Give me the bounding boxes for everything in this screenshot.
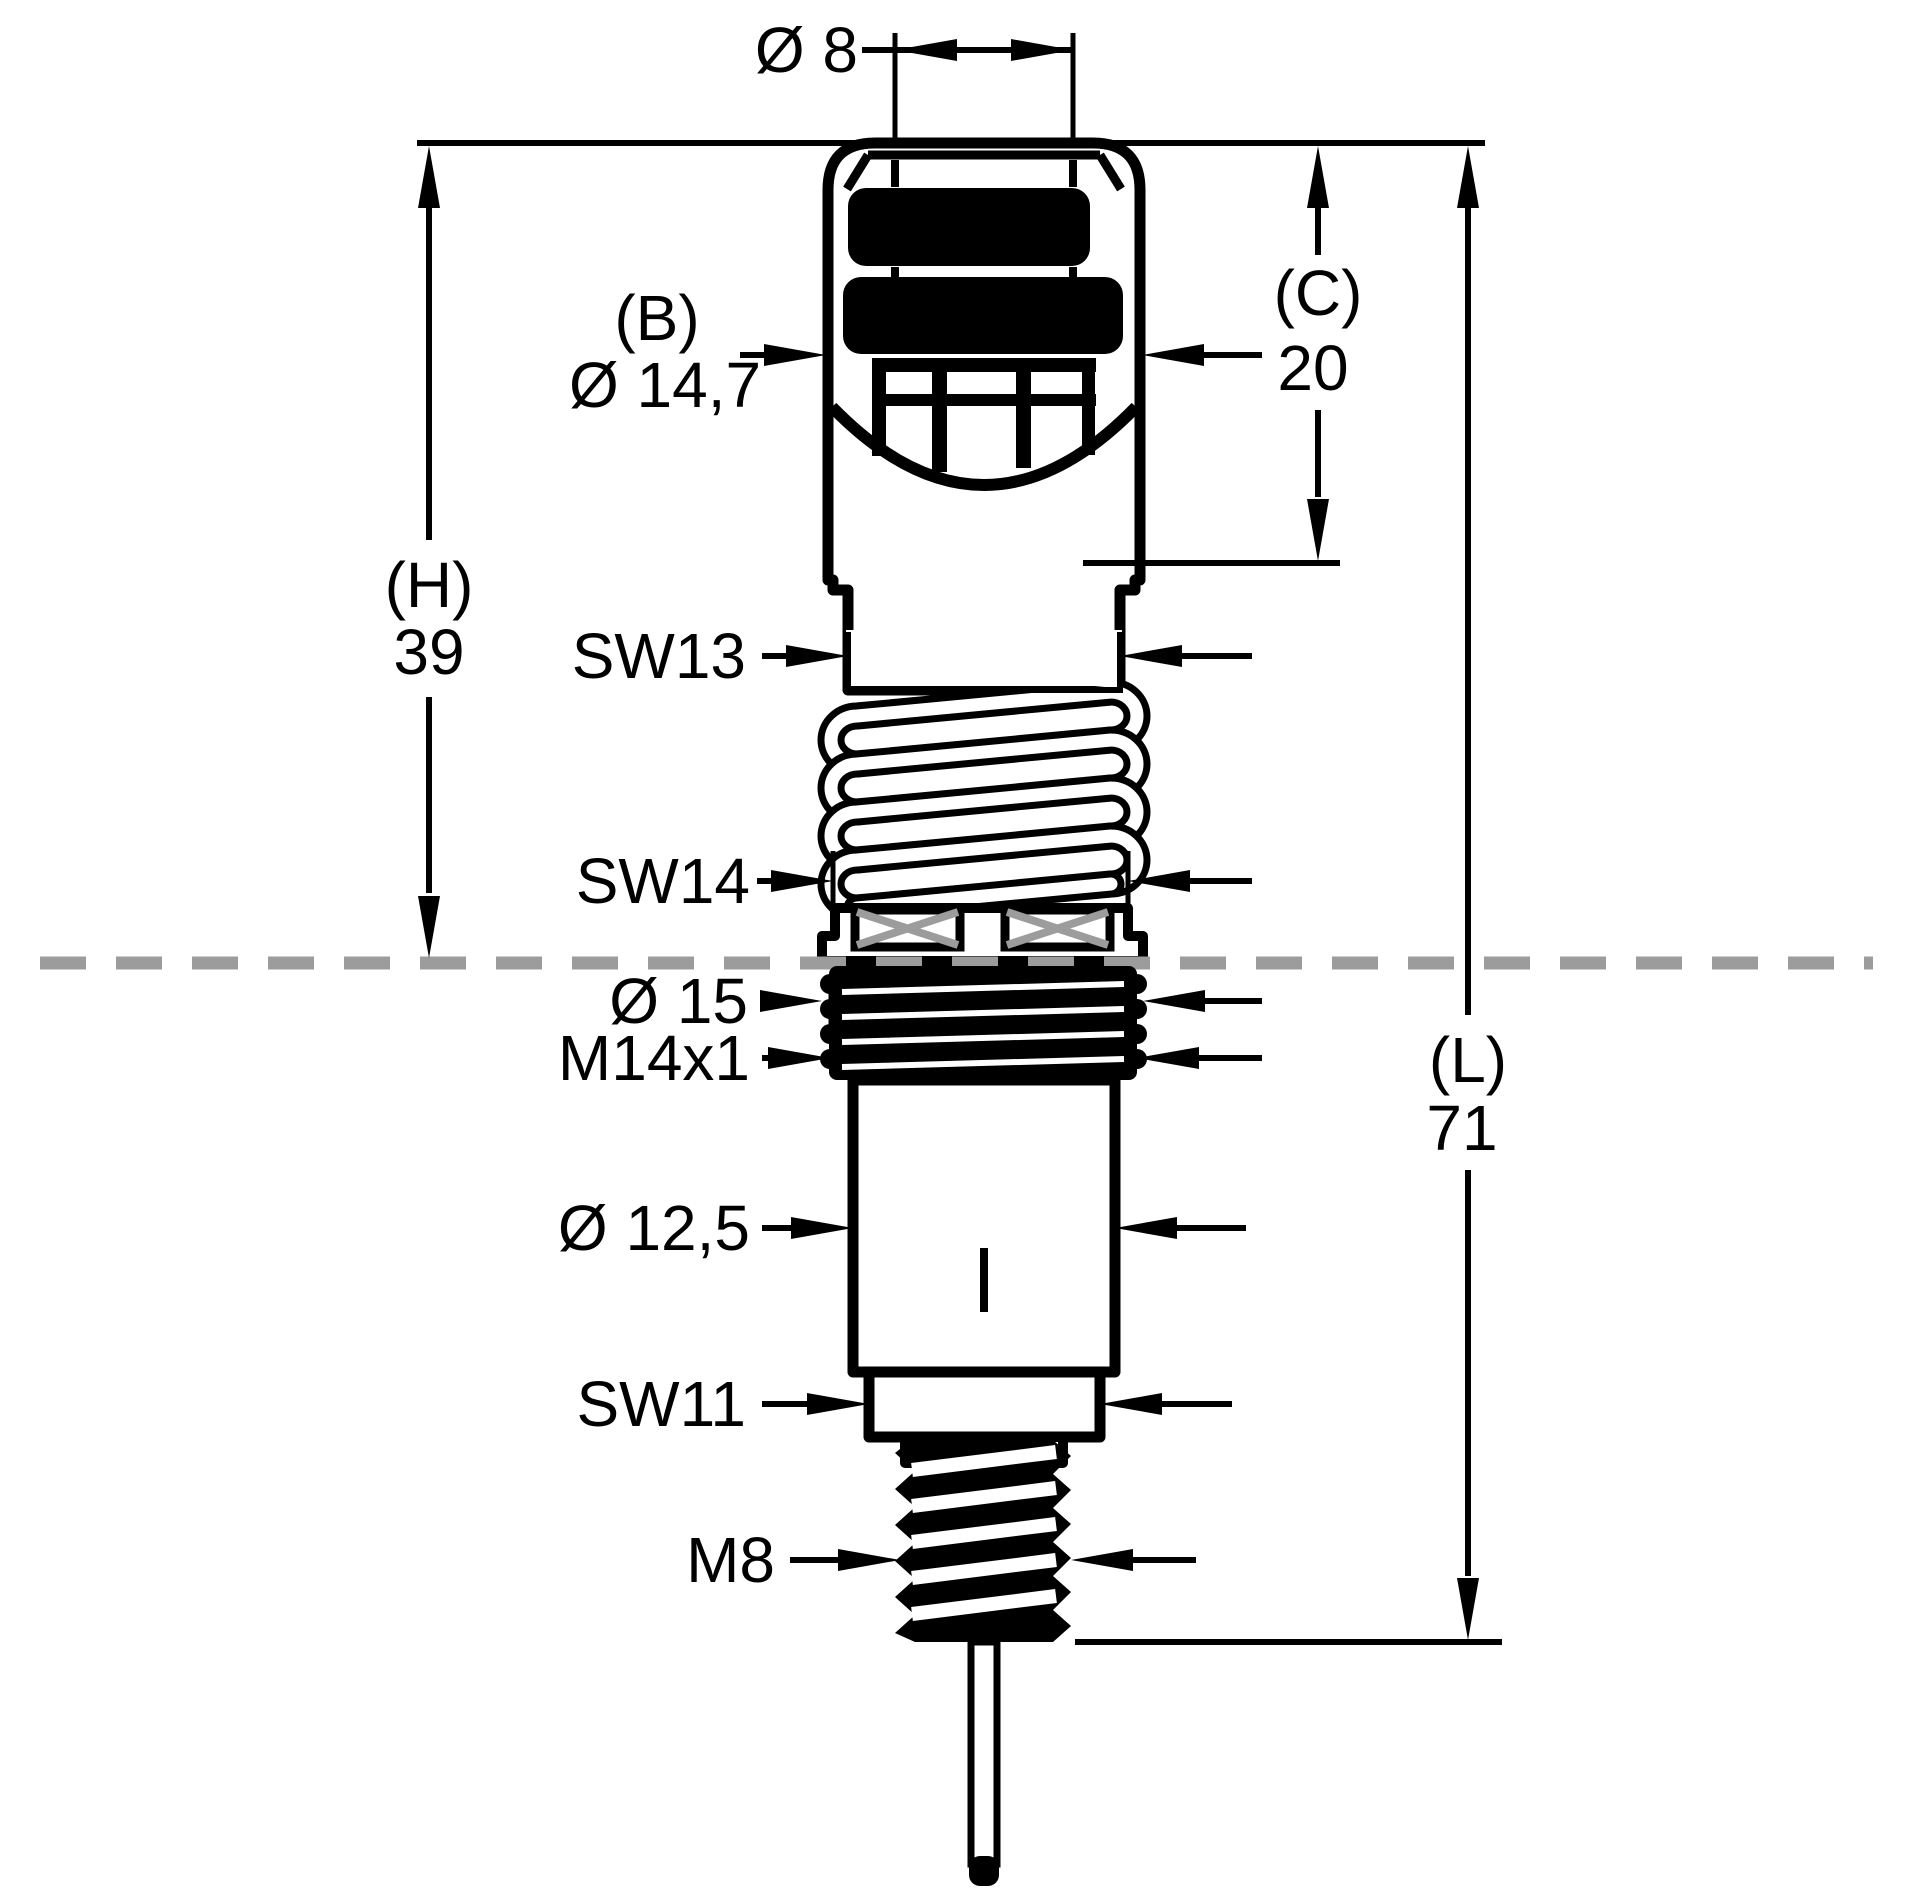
arrowhead-left-icon: [895, 39, 957, 61]
m8-thread-gaps: [911, 1445, 1057, 1621]
mount-thread-section: [820, 966, 1147, 1080]
label-length-value: 71: [1426, 1092, 1497, 1164]
arrowhead-left-icon: [1120, 645, 1182, 667]
label-bore: Ø 8: [755, 14, 858, 86]
dimensions: [418, 146, 1502, 1645]
dim-height-H: [418, 146, 440, 958]
label-height-ref: (H): [385, 549, 474, 621]
dim-sw13: [762, 645, 1252, 667]
arrowhead-right-icon: [768, 1047, 830, 1069]
dim-cap-B: [740, 344, 1262, 366]
arrowhead-left-icon: [1100, 1393, 1162, 1415]
dim-cap-height-C: [1083, 146, 1340, 566]
arrowhead-left-icon: [1128, 870, 1190, 892]
cage-bar-midright: [1016, 358, 1031, 468]
arrowhead-right-icon: [786, 645, 848, 667]
dim-collar: [760, 976, 1262, 1024]
label-length-ref: (L): [1429, 1024, 1507, 1096]
inner-funnel-left: [843, 152, 872, 192]
dim-tip-thread: [790, 1549, 1196, 1571]
probe-pin: [967, 1638, 1001, 1868]
arrowhead-right-icon: [771, 870, 833, 892]
label-sw11: SW11: [576, 1368, 746, 1440]
spring: [817, 678, 1151, 922]
arrowhead-down-icon: [1457, 1578, 1479, 1640]
dim-sw11: [762, 1393, 1232, 1415]
arrowhead-left-icon: [1142, 344, 1204, 366]
hex-patch: [846, 630, 1122, 686]
label-sw14: SW14: [576, 845, 750, 917]
label-tip-thread: M8: [686, 1524, 775, 1596]
arrowhead-up-icon: [1307, 146, 1329, 208]
dim-sw14: [757, 851, 1252, 906]
dim-body: [762, 1217, 1246, 1239]
arrowhead-right-icon: [760, 990, 822, 1012]
arrowhead-left-icon: [1071, 1549, 1133, 1571]
tip-thread-section: [895, 1437, 1071, 1642]
inner-funnel-right: [1096, 152, 1125, 192]
arrowhead-right-icon: [838, 1549, 900, 1571]
probe-pin-tip: [969, 1856, 999, 1886]
arrowhead-down-icon: [1307, 499, 1329, 561]
thread-block: [829, 966, 1137, 1080]
label-collar: Ø 15: [609, 965, 748, 1037]
cage-top-bar: [872, 358, 1096, 372]
seal-band-2: [843, 277, 1123, 354]
arrowhead-right-icon: [764, 344, 826, 366]
contact-cage: [872, 358, 1096, 472]
arrowhead-left-icon: [1115, 1217, 1177, 1239]
cage-post-right: [1082, 358, 1095, 455]
labels: Ø 8 (B) Ø 14,7 (C) 20 (H) 39 (L) 71 SW13…: [385, 14, 1508, 1596]
arrowhead-left-icon: [1137, 1047, 1199, 1069]
arrowhead-right-icon: [807, 1393, 869, 1415]
window-bottom-arc: [827, 402, 1141, 491]
hex-sw11: [863, 1366, 1106, 1443]
label-height-value: 39: [393, 616, 464, 688]
arrowhead-down-icon: [418, 896, 440, 958]
label-mount-thread: M14x1: [558, 1022, 750, 1094]
thread-streaks: [841, 981, 1125, 1070]
label-body: Ø 12,5: [558, 1192, 750, 1264]
arrowhead-right-icon: [791, 1217, 853, 1239]
label-sw13: SW13: [572, 620, 746, 692]
label-cap-value: Ø 14,7: [569, 349, 761, 421]
flange: [817, 903, 1148, 966]
seal-band-1: [848, 188, 1090, 266]
arrowhead-right-icon: [1011, 39, 1073, 61]
cage-rail: [872, 394, 1096, 406]
label-cap-height-value: 20: [1277, 332, 1348, 404]
arrowhead-left-icon: [1143, 990, 1205, 1012]
cage-post-left: [872, 358, 886, 456]
label-cap-height-ref: (C): [1274, 257, 1363, 329]
cage-bar-midleft: [932, 358, 947, 472]
cap-interior: [827, 150, 1141, 491]
label-cap-ref: (B): [614, 282, 699, 354]
hatch-x-icon: [855, 908, 1110, 949]
dim-overall-length-L: [1075, 146, 1502, 1645]
arrowhead-up-icon: [1457, 146, 1479, 208]
arrowhead-up-icon: [418, 146, 440, 208]
dim-mount-thread: [762, 1047, 1262, 1069]
dim-bore: [862, 33, 1076, 140]
body-cylinder: [847, 1074, 1121, 1378]
